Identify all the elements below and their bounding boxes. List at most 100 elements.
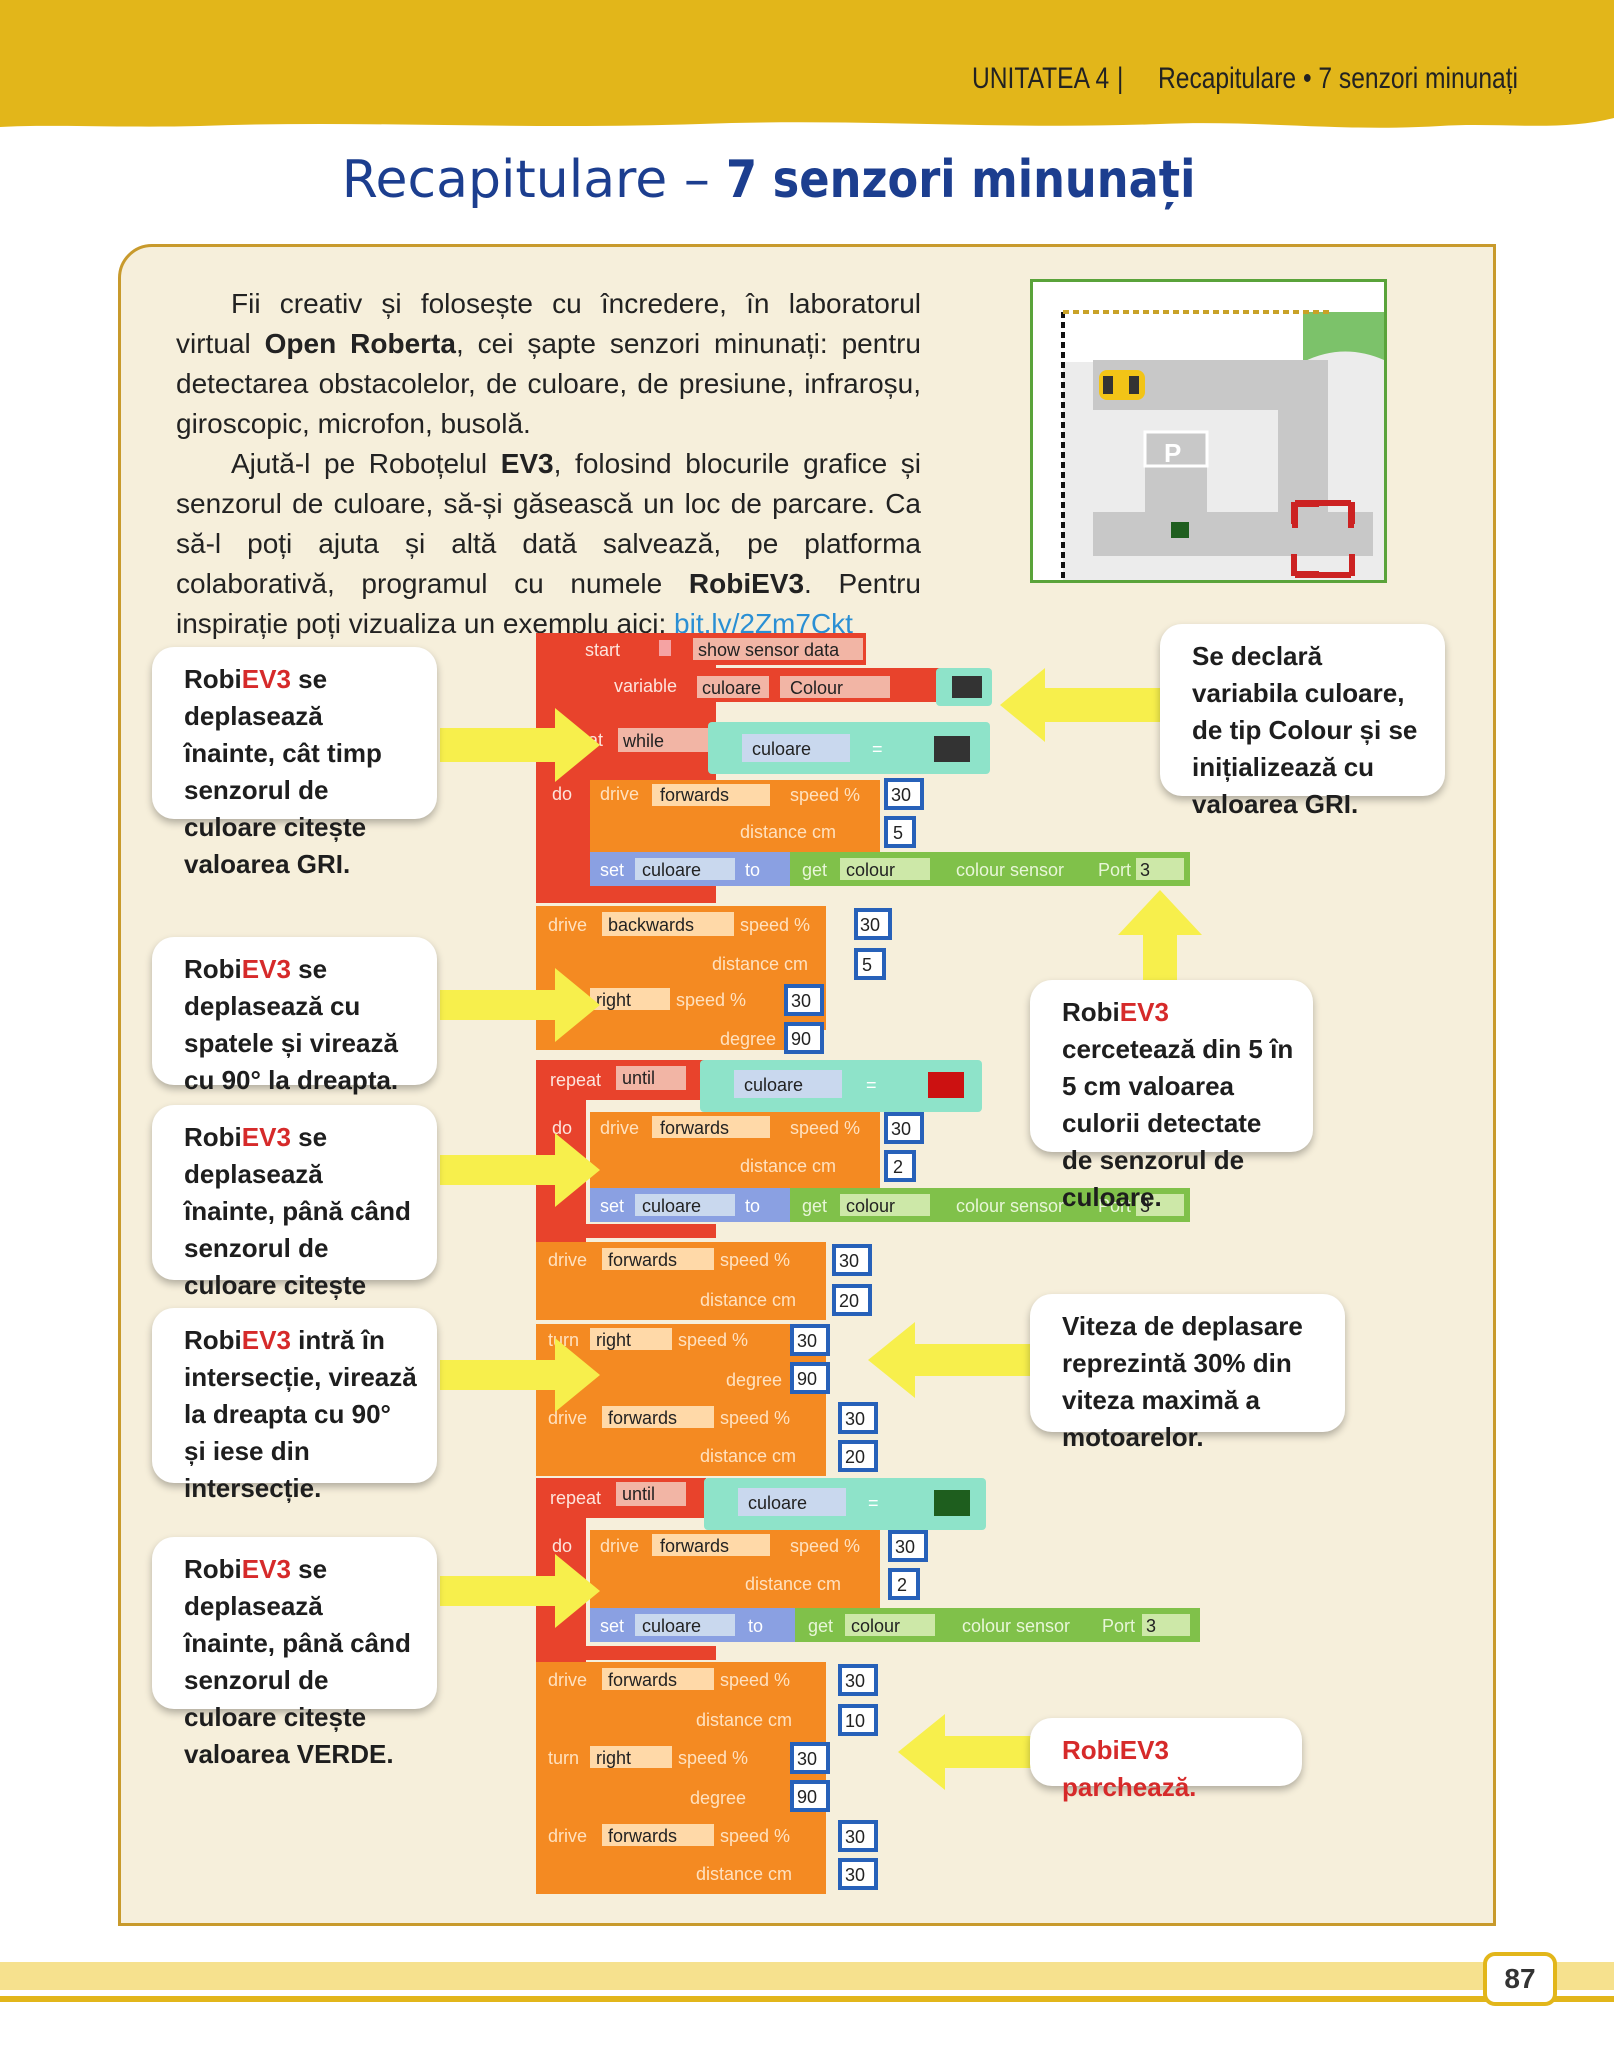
intro-text-span: , cei șapte senzori minunați: pentru det… — [176, 328, 921, 439]
degree-label: degree — [720, 1029, 776, 1049]
intro-text-span: Ajută-l pe Roboțelul — [231, 448, 501, 479]
distance-number: 10 — [845, 1711, 865, 1731]
intro-paragraph-2: Ajută-l pe Roboțelul EV3, folosind blocu… — [176, 444, 921, 644]
until-label: until — [622, 1484, 655, 1504]
degree-number: 90 — [791, 1029, 811, 1049]
port-dropdown[interactable] — [1136, 1194, 1184, 1216]
header-unit: UNITATEA 4 — [972, 62, 1110, 95]
drive-label: drive — [600, 784, 639, 804]
ev3-word: EV3 — [241, 1554, 291, 1584]
speed-number: 30 — [891, 785, 911, 805]
speed-value[interactable] — [838, 1664, 878, 1696]
degree-number: 90 — [797, 1787, 817, 1807]
speed-value[interactable] — [790, 1742, 830, 1774]
colour-dropdown[interactable] — [845, 1614, 935, 1636]
speed-value[interactable] — [838, 1820, 878, 1852]
degree-value[interactable] — [790, 1362, 830, 1394]
direction-dropdown[interactable] — [602, 1406, 714, 1428]
callout-text: Viteza de deplasare reprezintă 30% din v… — [1062, 1311, 1303, 1452]
set-label: set — [600, 1616, 624, 1636]
robi-word: Robi — [184, 1554, 242, 1584]
set-label: set — [600, 860, 624, 880]
distance-value[interactable] — [832, 1284, 872, 1316]
distance-value[interactable] — [884, 1150, 916, 1182]
speed-value[interactable] — [790, 1324, 830, 1356]
colour-sensor-label: colour sensor — [956, 1196, 1064, 1216]
arrow-right-icon — [440, 1554, 600, 1628]
culoare-label: culoare — [752, 739, 811, 759]
until-dropdown[interactable] — [616, 1482, 686, 1506]
speed-number: 30 — [860, 915, 880, 935]
direction-dropdown[interactable] — [602, 1668, 714, 1690]
speed-value[interactable] — [784, 984, 824, 1016]
variable-type-dropdown[interactable] — [780, 676, 890, 698]
speed-label: speed % — [740, 915, 810, 935]
ev3-word: EV3 — [241, 1325, 291, 1355]
speed-value[interactable] — [884, 1112, 924, 1144]
do-label: do — [552, 784, 572, 804]
do-label: do — [552, 1118, 572, 1138]
port-number: 3 — [1146, 1616, 1156, 1636]
speed-value[interactable] — [854, 908, 892, 940]
set-var-label: culoare — [642, 860, 701, 880]
distance-value[interactable] — [854, 948, 886, 980]
direction-dropdown[interactable] — [602, 1248, 714, 1270]
degree-value[interactable] — [790, 1780, 830, 1812]
distance-label: distance cm — [712, 954, 808, 974]
while-dropdown[interactable] — [618, 728, 708, 752]
speed-value[interactable] — [838, 1402, 878, 1434]
direction-dropdown[interactable] — [652, 1534, 770, 1556]
colour-dropdown[interactable] — [840, 858, 930, 880]
colour-label: colour — [851, 1616, 900, 1636]
forwards-label: forwards — [660, 1118, 729, 1138]
degree-value[interactable] — [784, 1022, 824, 1054]
distance-value[interactable] — [838, 1858, 878, 1890]
direction-dropdown[interactable] — [602, 912, 734, 936]
speed-number: 30 — [797, 1331, 817, 1351]
set-var[interactable] — [635, 1614, 735, 1636]
direction-dropdown[interactable] — [652, 784, 770, 806]
page-title-bold: 7 senzori minunați — [726, 150, 1196, 210]
distance-label: distance cm — [740, 822, 836, 842]
set-var[interactable] — [635, 1194, 735, 1216]
distance-value[interactable] — [838, 1440, 878, 1472]
direction-dropdown[interactable] — [602, 1824, 714, 1846]
until-dropdown[interactable] — [616, 1066, 686, 1090]
speed-value[interactable] — [888, 1530, 928, 1562]
direction-dropdown[interactable] — [652, 1116, 770, 1138]
callout-left-5: RobiEV3 se deplasează înainte, până când… — [152, 1537, 437, 1769]
distance-value[interactable] — [884, 816, 916, 848]
set-label: set — [600, 1196, 624, 1216]
colour-dropdown[interactable] — [840, 1194, 930, 1216]
arrows — [440, 668, 1202, 1790]
show-sensor-data[interactable] — [693, 638, 863, 660]
repeat-label: repeat — [550, 1488, 601, 1508]
forwards-label: forwards — [608, 1250, 677, 1270]
turn-dropdown[interactable] — [590, 988, 670, 1010]
turn-right-block[interactable] — [536, 1742, 826, 1820]
variable-name-field[interactable] — [697, 676, 769, 698]
colour-sensor-label: colour sensor — [962, 1616, 1070, 1636]
turn-dropdown[interactable] — [590, 1328, 672, 1350]
speed-label: speed % — [720, 1250, 790, 1270]
port-dropdown[interactable] — [1142, 1614, 1190, 1636]
degree-number: 90 — [797, 1369, 817, 1389]
callout-text: Se declară variabila culoare, de tip Col… — [1192, 641, 1418, 819]
speed-value[interactable] — [832, 1244, 872, 1276]
drive-label: drive — [600, 1118, 639, 1138]
culoare-label: culoare — [748, 1493, 807, 1513]
right-label: right — [596, 990, 631, 1010]
distance-value[interactable] — [888, 1568, 920, 1600]
show-sensor-data-label: show sensor data — [698, 640, 840, 660]
distance-value[interactable] — [838, 1704, 878, 1736]
robi-word: Robi — [184, 1122, 242, 1152]
page-title: Recapitulare – 7 senzori minunați — [0, 150, 1614, 210]
arrow-up-icon — [1118, 890, 1202, 980]
simulation-map: P — [1030, 279, 1387, 583]
speed-number: 30 — [845, 1827, 865, 1847]
turn-dropdown[interactable] — [590, 1746, 672, 1768]
port-dropdown[interactable] — [1136, 858, 1184, 880]
set-var[interactable] — [635, 858, 735, 880]
speed-value[interactable] — [884, 778, 924, 810]
